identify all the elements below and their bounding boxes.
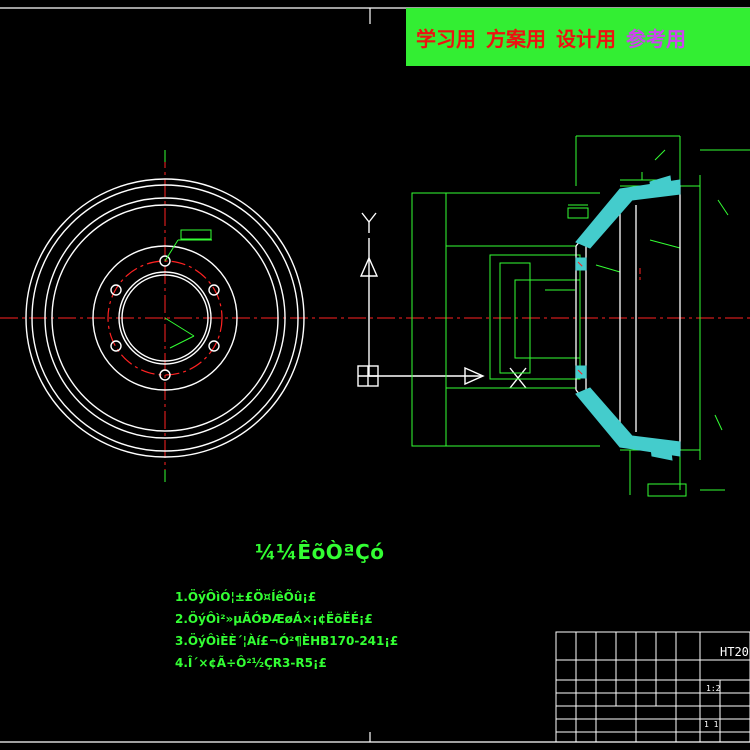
front-view xyxy=(25,150,305,482)
title-block-material: HT20 xyxy=(720,645,749,659)
banner-item-study: 学习用 xyxy=(416,26,476,51)
note-item: 1.ÖýÔìÓ¦±£Ö¤ÍêÕû¡£ xyxy=(175,590,317,604)
banner-item-design: 设计用 xyxy=(556,26,616,51)
banner-item-plan: 方案用 xyxy=(486,26,546,51)
section-hatch xyxy=(575,175,681,461)
title-block-count: 1 1 xyxy=(704,720,719,729)
bolt-holes xyxy=(110,255,220,381)
section-view xyxy=(411,135,750,497)
notes-title: ¼¼ÊõÒªÇó xyxy=(255,540,385,564)
note-item: 4.Î´×¢Ã÷Ô²½ÇR3-R5¡£ xyxy=(175,656,327,670)
banner-item-reference: 参考用 xyxy=(626,26,686,51)
title-block-scale: 1:2 xyxy=(706,684,721,693)
note-item: 2.ÖýÔì²»µÃÓÐÆøÁ×¡¢ËõËÉ¡£ xyxy=(175,612,373,626)
note-item: 3.ÖýÔìÈÈ´¦Àí£¬Ó²¶ÈHB170-241¡£ xyxy=(175,634,399,648)
usage-banner: 学习用 方案用 设计用 参考用 xyxy=(406,8,750,66)
title-block xyxy=(555,631,750,743)
technical-notes: ¼¼ÊõÒªÇó 1.ÖýÔìÓ¦±£Ö¤ÍêÕû¡£ 2.ÖýÔì²»µÃÓÐ… xyxy=(175,540,398,674)
ucs-icon xyxy=(357,212,527,389)
